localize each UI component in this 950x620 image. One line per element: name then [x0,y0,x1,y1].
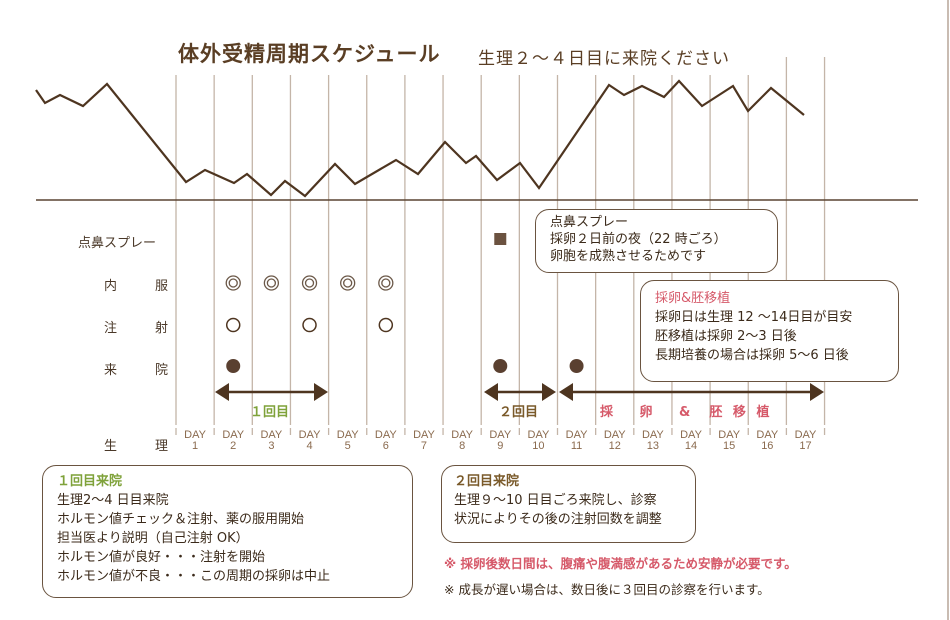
callout-retrieval-line-1: 採卵日は生理 12 ～14日目が目安 [655,310,853,325]
visit-icon [569,359,584,373]
callout-second-visit-line-1: 生理９～10 日目ごろ来院し、診察 [454,493,657,508]
row-label-injection-1: 注 [104,321,118,336]
callout-first-visit-line-4: ホルモン値が良好・・・注射を開始 [57,550,266,565]
visit-icon [226,359,241,373]
second-visit-arrow [484,383,556,401]
callout-first-visit-head: １回目来院 [57,474,123,489]
callout-retrieval-line-3: 長期培養の場合は採卵 5～6 日後 [655,348,849,363]
callout-nasal-line-3: 卵胞を成熟させるためです [550,249,707,264]
row-label-period: 生理 [104,435,168,454]
oral-medication-icon [263,275,280,291]
nasal-spray-icon [494,233,507,245]
injection-icon [225,317,241,333]
row-label-visit-1: 来 [104,363,118,378]
oral-medication-icon [340,275,356,291]
info-note: ※ 成長が遅い場合は、数日後に３回目の診察を行います。 [444,582,770,597]
callout-nasal-line-1: 点鼻スプレー [550,215,629,230]
phase-arrows [215,383,824,401]
right-border [947,0,949,620]
day-markers [225,233,584,373]
callout-nasal-spray: 点鼻スプレー 採卵２日前の夜（22 時ごろ） 卵胞を成熟させるためです [535,209,778,273]
callout-retrieval-head: 採卵&胚移植 [655,291,731,306]
page-title: 体外受精周期スケジュール [178,42,441,66]
callout-retrieval-line-2: 胚移植は採卵 2～3 日後 [655,329,797,344]
warning-note: ※ 採卵後数日間は、腹痛や腹満感があるため安静が必要です。 [444,556,797,571]
callout-second-visit: ２回目来院 生理９～10 日目ごろ来院し、診察 状況によりその後の注射回数を調整 [441,465,696,543]
row-label-injection: 注射 [104,317,168,336]
callout-second-visit-head: ２回目来院 [454,474,520,489]
row-label-visit: 来院 [104,359,168,378]
row-label-visit-2: 院 [154,363,168,378]
first-visit-arrow [215,383,328,401]
oral-medication-icon [378,275,394,291]
retrieval-arrow [559,383,824,401]
row-label-period-2: 理 [154,439,168,454]
callout-first-visit-line-1: 生理2～4 日目来院 [57,493,169,508]
row-label-oral: 内服 [104,275,168,294]
oral-medication-icon [225,275,241,291]
callout-first-visit-line-3: 担当医より説明（自己注射 OK） [57,531,249,546]
callout-second-visit-line-2: 状況によりその後の注射回数を調整 [454,512,662,527]
temperature-curve [35,79,805,198]
injection-icon [378,317,394,333]
callout-retrieval-transfer: 採卵&胚移植 採卵日は生理 12 ～14日目が目安 胚移植は採卵 2～3 日後 … [640,280,899,382]
callout-first-visit-line-2: ホルモン値チェック＆注射、薬の服用開始 [57,512,305,527]
callout-first-visit-line-5: ホルモン値が不良・・・この周期の採卵は中止 [57,569,331,584]
injection-icon [302,317,317,333]
row-label-oral-2: 服 [154,279,168,294]
row-label-oral-1: 内 [104,279,118,294]
phase-label-first-visit: １回目 [250,405,290,420]
callout-nasal-line-2: 採卵２日前の夜（22 時ごろ） [550,232,727,247]
visit-icon [493,359,508,373]
phase-label-retrieval: 採 卵 & 胚 移 植 [600,405,773,420]
row-label-period-1: 生 [104,439,118,454]
row-label-injection-2: 射 [154,321,168,336]
oral-medication-icon [301,275,318,291]
phase-label-second-visit: ２回目 [499,405,539,420]
callout-first-visit: １回目来院 生理2～4 日目来院 ホルモン値チェック＆注射、薬の服用開始 担当医… [42,465,413,598]
row-label-nasal-spray: 点鼻スプレー [78,236,157,251]
page-subtitle: 生理２～４日目に来院ください [478,49,730,69]
